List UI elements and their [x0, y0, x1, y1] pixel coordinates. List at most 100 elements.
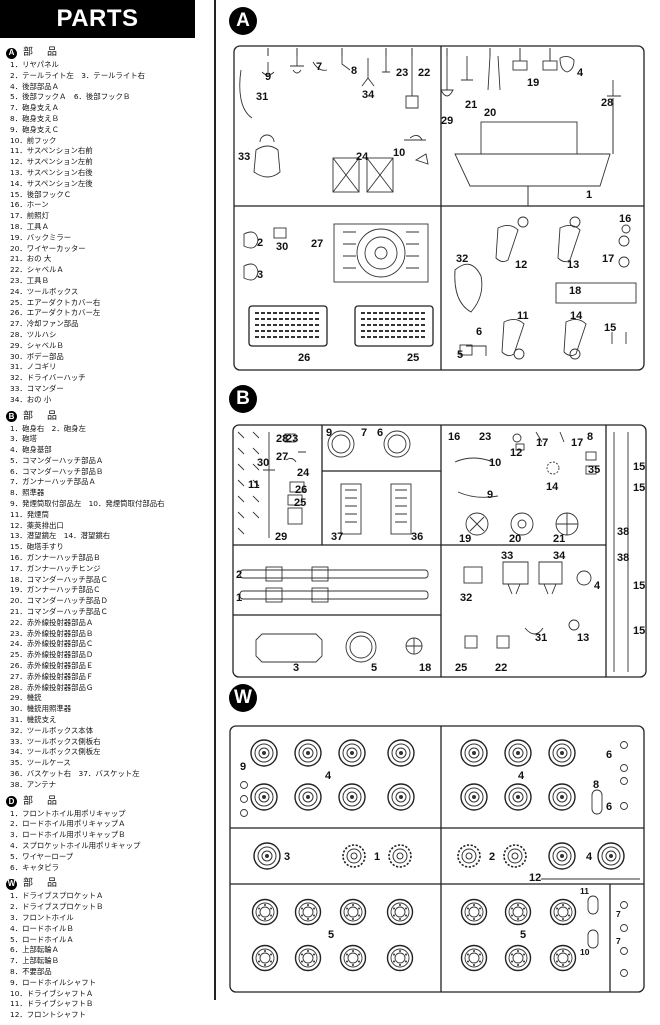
legend-line: 7．ガンナーハッチ部品Ａ: [10, 477, 96, 487]
legend-line: 5．コマンダーハッチ部品Ａ: [10, 455, 104, 465]
section-badge-w: W: [6, 878, 17, 890]
sprue-b-part-34-label: 34: [553, 550, 566, 562]
legend-line: 17．前照灯: [10, 211, 49, 221]
legend-line: 11．サスペンション右前: [10, 146, 93, 156]
sprue-a-part-22-label: 22: [418, 67, 430, 79]
sprue-a-part-30-label: 30: [276, 241, 288, 253]
sprue-a-part-6-label: 6: [476, 326, 482, 338]
sprue-b-part-11-label: 11: [248, 479, 260, 491]
sprue-a-part-19-label: 19: [527, 77, 539, 89]
legend-line: 13．サスペンション右後: [10, 167, 93, 177]
legend-line: 26．赤外線投射器部品Ｅ: [10, 661, 94, 671]
sprue-a-part-21-label: 21: [465, 99, 477, 111]
sprue-b-part-22-label: 22: [495, 662, 507, 674]
section-badge-a: A: [6, 47, 17, 59]
section-title: 部 品: [23, 47, 59, 58]
sprue-w-part-4c-label: 4: [586, 851, 593, 863]
sprue-a-part-26-label: 26: [298, 352, 310, 364]
legend-line: 24．ツールボックス: [10, 286, 79, 296]
legend-line: 16．ガンナーハッチ部品Ｂ: [10, 553, 101, 563]
sprue-a-part-27-label: 27: [311, 238, 323, 250]
sprue-w-part-7b-label: 7: [616, 936, 621, 946]
legend-line: 27．赤外線投射器部品Ｆ: [10, 671, 94, 681]
legend-line: 20．ワイヤーカッター: [10, 243, 86, 253]
sprue-b-part-18-label: 18: [419, 662, 431, 674]
legend-line: 2．テールライト左 3．テールライト右: [10, 70, 146, 80]
sprue-b-part-13-label: 13: [577, 632, 589, 644]
sprue-a-part-23-label: 23: [396, 67, 408, 79]
legend-line: 33．コマンダー: [10, 383, 64, 393]
section-title: 部 品: [23, 878, 59, 890]
sprue-b-part-15b-label: 15: [633, 482, 645, 494]
sprue-a-part-34-label: 34: [362, 89, 375, 101]
sprue-b-part-25b-label: 25: [455, 662, 467, 674]
page-title: PARTS: [56, 5, 139, 32]
sprue-b-part-16-label: 16: [448, 431, 460, 443]
sprue-w-part-4-label: 4: [325, 770, 332, 782]
legend-line: 30．機銃用照準器: [10, 704, 72, 714]
sprue-b-part-20-label: 20: [509, 533, 521, 545]
sprue-a-part-14-label: 14: [570, 310, 583, 322]
sprue-b-part-9b-label: 9: [487, 489, 493, 501]
sprue-b-part-2-label: 2: [236, 569, 242, 581]
sprue-b-part-15c-label: 15: [633, 580, 645, 592]
sprue-drawings: 9 7 8 23 22 19 4 31 34 21 20 29 28 33 24…: [229, 45, 647, 993]
section-title: 部 品: [23, 795, 59, 807]
legend-line: 19．バックミラー: [10, 232, 72, 242]
legend-line: 32．ドライバーハッチ: [10, 373, 86, 383]
legend-line: 36．バスケット右 37．バスケット左: [10, 769, 140, 778]
legend-line: 14．サスペンション左後: [10, 178, 93, 188]
sprue-a-part-16-label: 16: [619, 213, 631, 225]
sprue-a-part-33-label: 33: [238, 151, 250, 163]
legend-line: 28．ツルハシ: [10, 329, 57, 339]
sprue-b-part-21-label: 21: [553, 533, 565, 545]
sprue-w-part-9-label: 9: [240, 761, 246, 773]
sprue-b-part-1-label: 1: [236, 592, 242, 604]
legend-line: 9．発煙筒取付部品左 10．発煙筒取付部品右: [10, 499, 165, 509]
parts-header: PARTS: [0, 0, 195, 38]
sprue-a-part-5-label: 5: [457, 349, 463, 361]
legend-line: 1．リヤパネル: [10, 60, 59, 69]
legend-line: 15．砲塔手すり: [10, 542, 64, 552]
legend-line: 12．サスペンション左前: [10, 157, 93, 167]
legend-line: 25．エアーダクトカバー右: [10, 297, 101, 307]
legend-line: 13．潜望鏡左 14．潜望鏡右: [10, 531, 111, 541]
sprue-b-part-23b-label: 23: [479, 431, 491, 443]
sprue-a-part-24-label: 24: [356, 151, 369, 163]
legend-line: 7．砲身支えＡ: [10, 103, 60, 113]
legend-line: 16．ホーン: [10, 200, 49, 210]
legend-line: 19．ガンナーハッチ部品Ｃ: [10, 585, 101, 595]
sprue-b-part-4-label: 4: [594, 580, 601, 592]
legend-line: 21．おの 大: [10, 254, 52, 264]
sprue-b-part-10-label: 10: [489, 457, 501, 469]
legend-line: 26．エアーダクトカバー左: [10, 308, 101, 318]
legend-line: 12．フロントシャフト: [10, 1010, 86, 1020]
sprue-b-part-17-label: 17: [536, 437, 548, 449]
legend-line: 7．上部転輪Ｂ: [10, 956, 60, 966]
legend-line: 3．フロントホイル: [10, 912, 74, 922]
sprue-a-part-25-label: 25: [407, 352, 419, 364]
legend-line: 38．アンテナ: [10, 779, 57, 789]
sprue-b-part-25-label: 25: [294, 497, 306, 509]
sprue-b-part-23-label: 23: [286, 433, 298, 445]
sprue-w-part-11-label: 11: [580, 886, 589, 896]
legend-line: 33．ツールボックス側板右: [10, 736, 101, 746]
sprue-a-part-7-label: 7: [316, 61, 322, 73]
legend-line: 5．後部フックＡ 6．後部フックＢ: [10, 92, 131, 102]
sprue-b-part-32-label: 32: [460, 592, 472, 604]
sprue-b-part-29-label: 29: [275, 531, 287, 543]
legend-line: 29．シャベルＢ: [10, 340, 64, 350]
sprue-b-part-26-label: 26: [295, 484, 307, 496]
sprue-a-part-10-label: 10: [393, 147, 405, 159]
sprue-a-part-9-label: 9: [265, 71, 271, 83]
legend-line: 2．ロードホイル用ポリキャップＡ: [10, 819, 126, 829]
sprue-b-part-38b-label: 38: [617, 552, 629, 564]
legend-line: 6．上部転輪Ａ: [10, 945, 60, 955]
sprue-b-part-14-label: 14: [546, 481, 559, 493]
sprue-w: 9 4 4 6 8 6 3 1 2 4 12 5 5 11 10 7 7: [229, 725, 645, 993]
sprue-b-part-37-label: 37: [331, 531, 343, 543]
